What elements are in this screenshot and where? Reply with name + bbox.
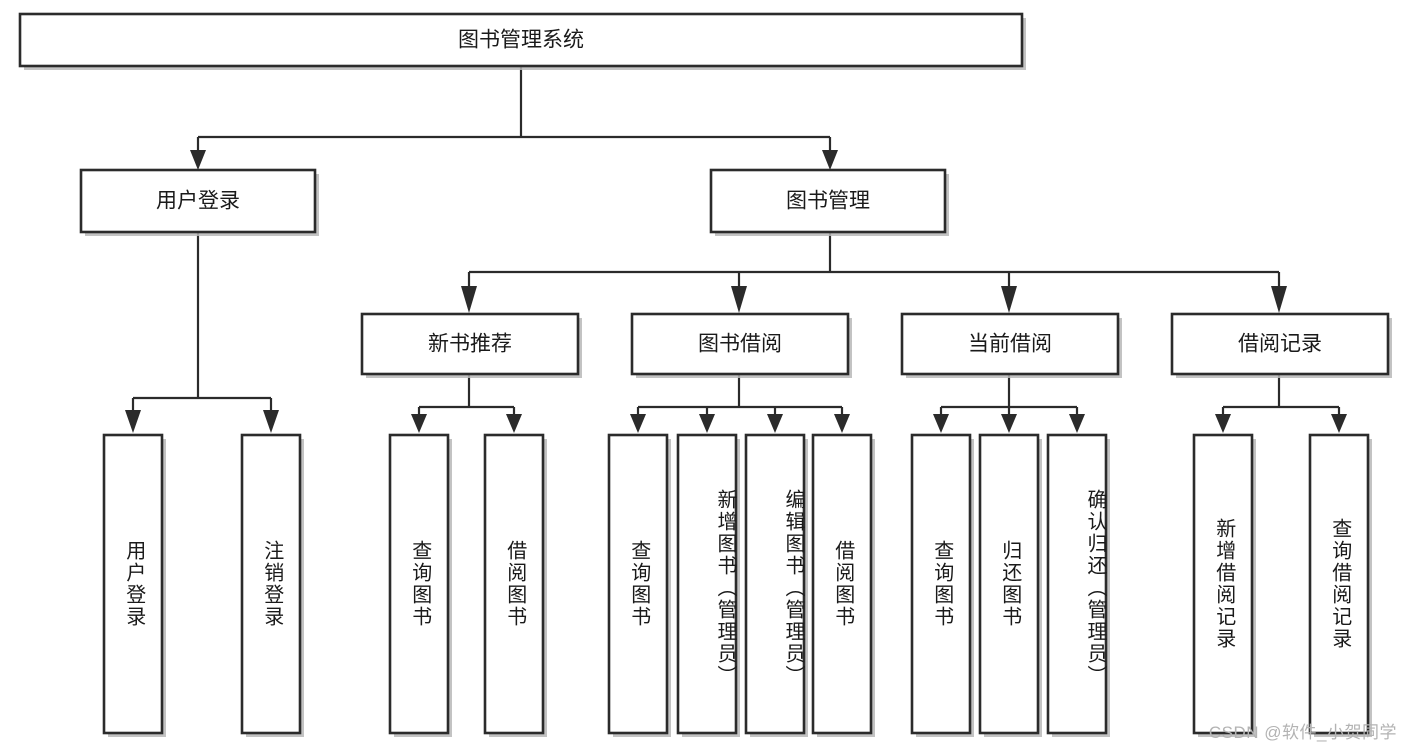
arrow-head-cb-child-2 (1001, 414, 1017, 433)
arrow-head-bb-child-4 (834, 414, 850, 433)
node-box-leaf-borrow-book-2[interactable] (811, 433, 873, 735)
node-box-user-login[interactable] (79, 168, 317, 234)
node-box-book-manage[interactable] (709, 168, 947, 234)
arrow-head-bb-child-1 (630, 414, 646, 433)
arrow-head-book-borrow (731, 286, 747, 313)
node-label-borrow-record: 借阅记录 (1238, 333, 1322, 356)
node-box-leaf-logout[interactable] (240, 433, 302, 735)
node-box-leaf-confirm-return-admin[interactable] (1046, 433, 1108, 735)
arrow-head-cb-child-1 (933, 414, 949, 433)
horizontal-labels-layer: 图书管理系统 用户登录 图书管理 新书推荐 图书借阅 当前借阅 借阅记录 (156, 29, 1322, 356)
arrow-head-new-book-rec (461, 286, 477, 313)
node-box-leaf-add-book-admin[interactable] (676, 433, 738, 735)
arrow-head-nbr-child-1 (411, 414, 427, 433)
arrow-head-leaf-logout (263, 410, 279, 433)
node-box-root[interactable] (18, 12, 1024, 68)
node-box-leaf-user-login[interactable] (102, 433, 164, 735)
node-box-current-borrow[interactable] (900, 312, 1120, 376)
node-box-book-borrow[interactable] (630, 312, 850, 376)
watermark-text: CSDN @软件_小贺同学 (1208, 723, 1397, 742)
node-box-leaf-add-record[interactable] (1192, 433, 1254, 735)
node-label-book-borrow: 图书借阅 (698, 333, 782, 356)
node-label-user-login: 用户登录 (156, 190, 240, 213)
node-label-root: 图书管理系统 (458, 29, 584, 52)
arrow-head-br-child-2 (1331, 414, 1347, 433)
arrow-head-current-borrow (1001, 286, 1017, 313)
node-label-new-book-rec: 新书推荐 (428, 333, 512, 356)
arrow-head-br-child-1 (1215, 414, 1231, 433)
node-label-current-borrow: 当前借阅 (968, 333, 1052, 356)
arrow-head-nbr-child-2 (506, 414, 522, 433)
node-box-leaf-query-book-2[interactable] (607, 433, 669, 735)
node-box-borrow-record[interactable] (1170, 312, 1390, 376)
arrow-head-leaf-user-login (125, 410, 141, 433)
boxes-layer (18, 12, 1390, 735)
arrow-head-book-manage (822, 150, 838, 170)
connectors-layer (125, 66, 1347, 433)
node-label-book-manage: 图书管理 (786, 190, 870, 213)
node-box-leaf-return-book[interactable] (978, 433, 1040, 735)
arrow-head-user-login (190, 150, 206, 170)
node-box-leaf-query-book-1[interactable] (388, 433, 450, 735)
node-box-leaf-borrow-book-1[interactable] (483, 433, 545, 735)
node-box-leaf-query-record[interactable] (1308, 433, 1370, 735)
node-box-leaf-edit-book-admin[interactable] (744, 433, 806, 735)
arrow-head-bb-child-3 (767, 414, 783, 433)
node-box-new-book-rec[interactable] (360, 312, 580, 376)
arrow-head-bb-child-2 (699, 414, 715, 433)
arrow-head-cb-child-3 (1069, 414, 1085, 433)
node-box-leaf-query-book-3[interactable] (910, 433, 972, 735)
arrow-head-borrow-record (1271, 286, 1287, 313)
